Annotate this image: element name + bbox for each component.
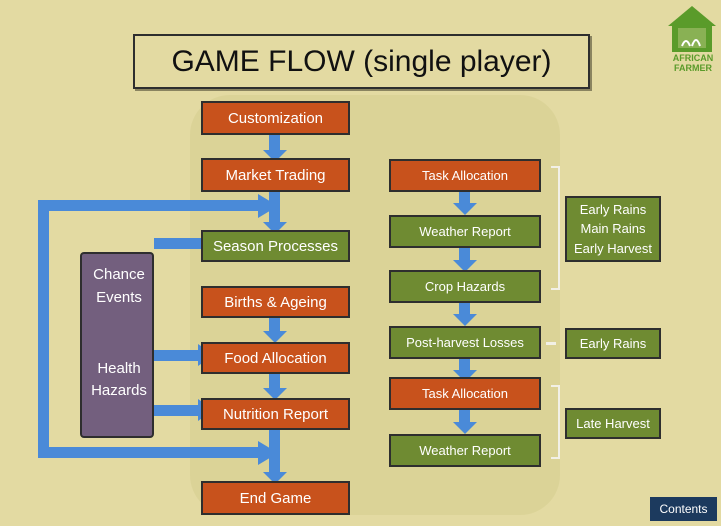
note-early-rains-1: Early Rains — [579, 202, 647, 217]
post-harvest-losses-box: Post-harvest Losses — [389, 326, 541, 359]
chance-connector — [154, 238, 224, 249]
connector-4 — [269, 368, 280, 390]
end-game-box: End Game — [201, 481, 350, 515]
note-main-rains: Main Rains — [580, 221, 646, 236]
births-ageing-box: Births & Ageing — [201, 286, 350, 318]
contents-button[interactable]: Contents — [650, 497, 717, 521]
loop-line-bottom — [38, 447, 266, 458]
chance-events-label-2: Events — [96, 289, 142, 306]
bracket-top — [551, 166, 560, 290]
season-arrow-4 — [453, 370, 477, 382]
note-late-harvest-box: Late Harvest — [565, 408, 661, 439]
health-connector-1 — [154, 350, 202, 361]
loop-arrow-top — [258, 194, 278, 218]
arrow-down-5 — [263, 472, 287, 484]
customization-box: Customization — [201, 101, 350, 135]
note-early-rains-2-box: Early Rains — [565, 328, 661, 359]
health-hazards-label-2: Hazards — [91, 382, 147, 399]
season-connector-1 — [459, 191, 470, 205]
bracket-bottom — [551, 385, 560, 459]
task-allocation-box-2: Task Allocation — [389, 377, 541, 410]
nutrition-report-box: Nutrition Report — [201, 398, 350, 430]
health-hazards-label-1: Health — [97, 360, 141, 377]
season-connector-3 — [459, 302, 470, 316]
weather-report-box-2: Weather Report — [389, 434, 541, 467]
task-allocation-box-1: Task Allocation — [389, 159, 541, 192]
season-arrow-1 — [453, 203, 477, 215]
dash-post-harvest — [546, 342, 556, 345]
season-arrow-5 — [453, 422, 477, 434]
page-title: GAME FLOW (single player) — [133, 34, 590, 89]
connector-3 — [269, 310, 280, 334]
chance-events-panel: Chance Events Health Hazards — [80, 252, 154, 438]
season-arrow-3 — [453, 314, 477, 326]
note-early-harvest: Early Harvest — [573, 241, 653, 256]
health-connector-2 — [154, 405, 202, 416]
crop-hazards-box: Crop Hazards — [389, 270, 541, 303]
african-farmer-logo — [668, 6, 716, 52]
season-connector-5 — [459, 410, 470, 424]
connector-5 — [269, 424, 280, 474]
loop-arrow-bottom — [258, 441, 278, 465]
connector-1 — [269, 134, 280, 154]
food-allocation-box: Food Allocation — [201, 342, 350, 374]
arrow-down-3 — [263, 331, 287, 343]
arrow-down-1 — [263, 150, 287, 162]
arrow-down-4 — [263, 388, 287, 400]
loop-line-left — [38, 200, 49, 458]
season-processes-box: Season Processes — [201, 230, 350, 262]
market-trading-box: Market Trading — [201, 158, 350, 192]
season-connector-4 — [459, 358, 470, 372]
chance-events-label-1: Chance — [93, 266, 145, 283]
season-connector-2 — [459, 248, 470, 262]
loop-line-top — [38, 200, 266, 211]
arrow-down-2 — [263, 222, 287, 234]
season-arrow-2 — [453, 260, 477, 272]
connector-2 — [269, 191, 280, 224]
notes-panel-top — [565, 196, 661, 262]
weather-report-box-1: Weather Report — [389, 215, 541, 248]
